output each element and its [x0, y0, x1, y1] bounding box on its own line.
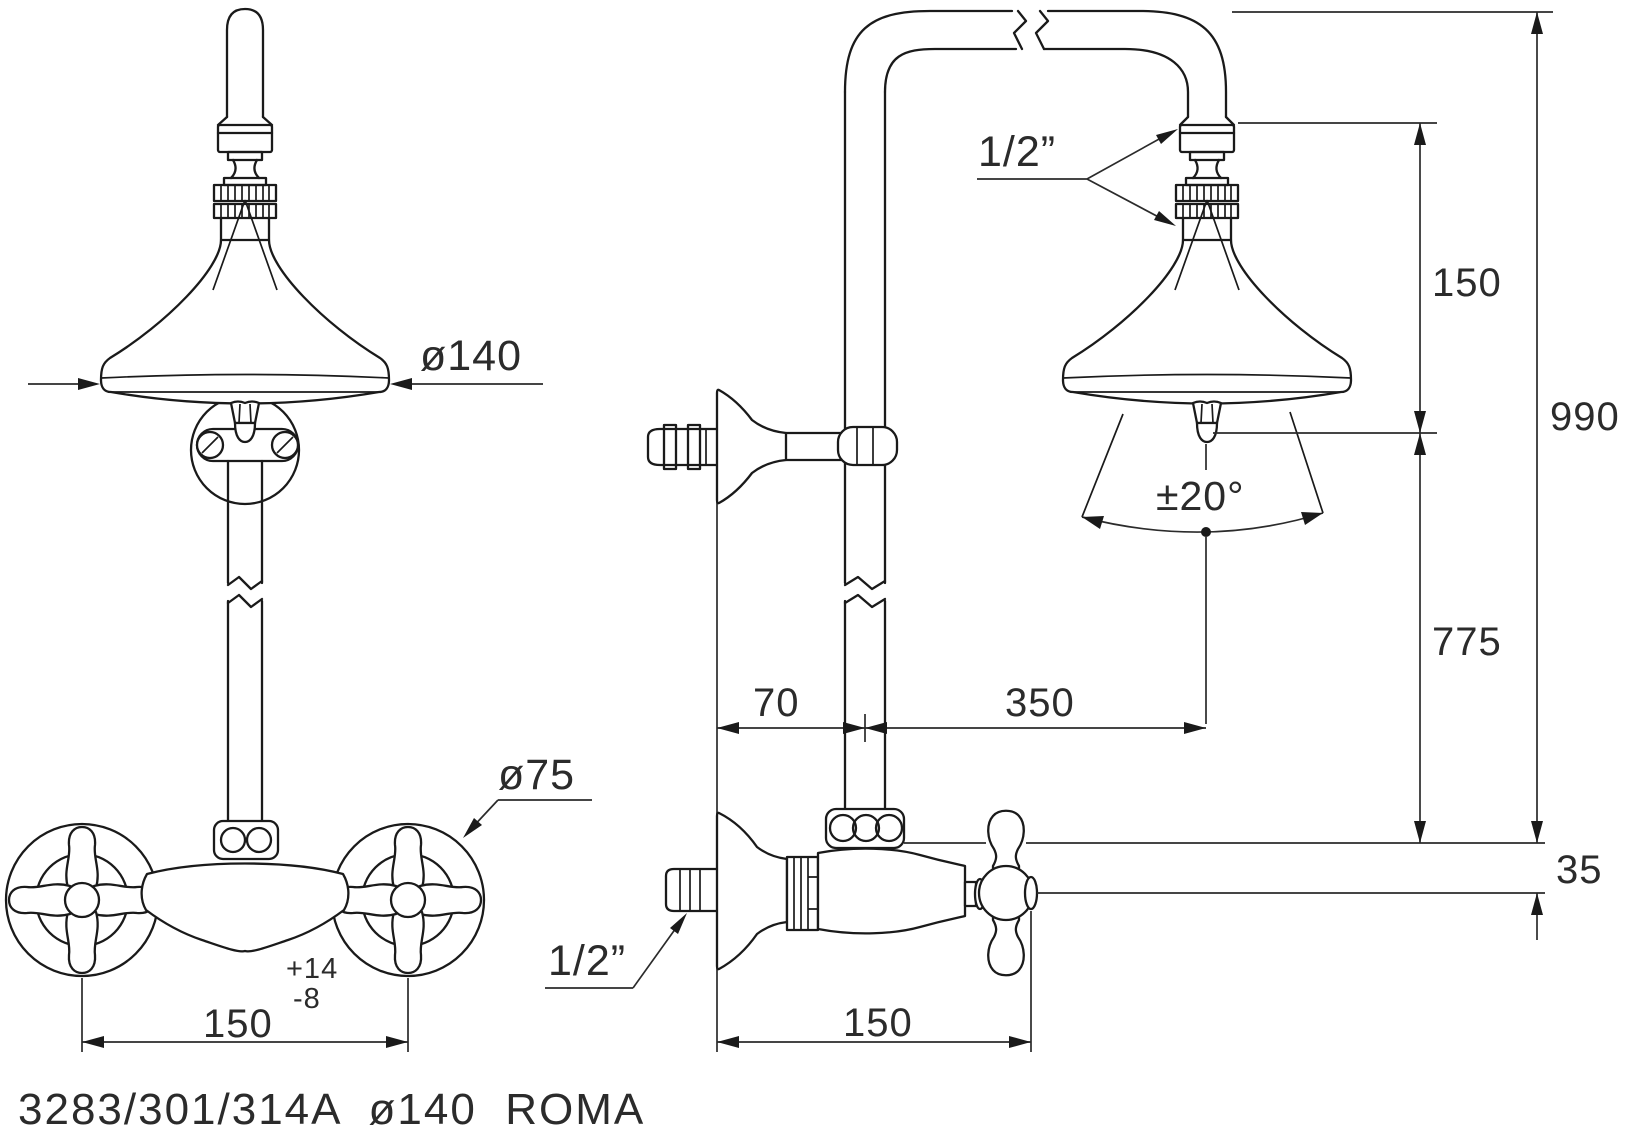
head-diameter-label: ø140	[420, 332, 522, 380]
centers-tol-upper: +14	[286, 953, 338, 985]
handle-diameter-label: ø75	[498, 751, 575, 799]
bracket-clamp	[836, 425, 899, 467]
axis-offset-label: 35	[1556, 848, 1603, 892]
side-pipe-break-lower	[843, 575, 887, 609]
valve-escutcheon	[715, 811, 789, 971]
dim-head-diameter: ø140	[28, 332, 543, 390]
spray-cone	[1081, 411, 1324, 724]
dim-riser-height: 775	[1414, 433, 1502, 843]
front-top-pipe	[225, 7, 265, 119]
valve-collar	[785, 855, 820, 932]
dim-head-height: 150	[1213, 122, 1502, 434]
centers-tol-lower: -8	[293, 983, 321, 1015]
side-nozzle	[1191, 400, 1223, 425]
side-valve	[664, 807, 1039, 977]
label-thread-inlet: 1/2”	[545, 913, 687, 989]
inlet-nipple	[664, 867, 722, 913]
front-ball-joint	[229, 158, 261, 180]
total-height-label: 990	[1550, 395, 1620, 439]
front-handle-right	[330, 822, 486, 978]
front-nozzle	[229, 400, 261, 425]
title-caption: 3283/301/314A ø140 ROMA	[18, 1085, 645, 1134]
wall-offset-label: 70	[753, 681, 800, 725]
front-pipe-break	[226, 575, 264, 609]
thread-inlet-label: 1/2”	[548, 937, 626, 985]
dim-total-height: 990	[1232, 11, 1620, 843]
valve-barrel	[816, 847, 967, 935]
front-connector-block	[216, 123, 274, 154]
side-connector-block	[1178, 123, 1236, 154]
side-view	[646, 9, 1545, 1052]
bracket-anchor	[646, 427, 719, 467]
front-valve-body	[140, 862, 350, 953]
front-view	[4, 7, 486, 978]
centers-value-label: 150	[203, 1002, 273, 1046]
head-reach-label: 350	[1005, 681, 1075, 725]
dim-handle-diameter: ø75	[463, 751, 592, 838]
front-handle-left	[4, 822, 160, 978]
head-height-label: 150	[1432, 261, 1502, 305]
axis-offset-lines	[904, 842, 1545, 894]
side-shower-head	[1061, 238, 1353, 405]
dim-valve-depth: 150	[717, 911, 1032, 1052]
thread-top-label: 1/2”	[978, 128, 1056, 176]
swivel-angle-label: ±20°	[1156, 473, 1245, 519]
dim-handle-centers: 150 +14 -8	[81, 953, 409, 1052]
dim-wall-offsets: 70 350	[717, 681, 1206, 742]
front-shower-head	[99, 238, 391, 405]
valve-depth-label: 150	[843, 1001, 913, 1045]
side-pipe-break-top	[1012, 9, 1050, 51]
dim-axis-offset: 35	[1531, 848, 1603, 940]
label-thread-top: 1/2”	[977, 128, 1178, 226]
front-riser-pipe	[226, 459, 264, 824]
side-riser-pipe	[843, 9, 1228, 812]
riser-height-label: 775	[1432, 620, 1502, 664]
bracket-flange	[715, 388, 788, 505]
